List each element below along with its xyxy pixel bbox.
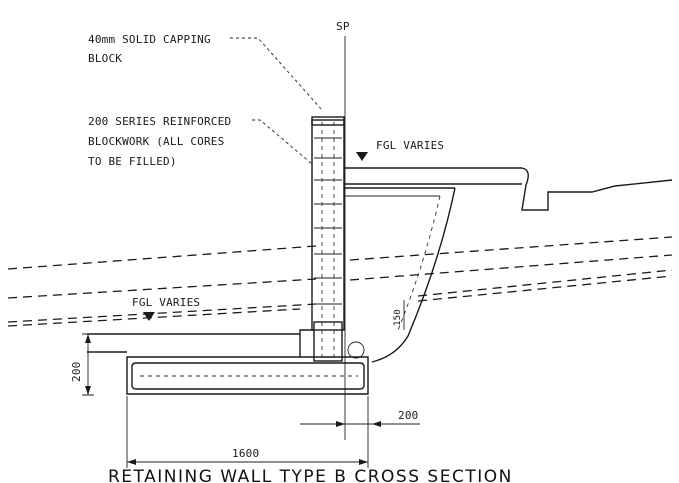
capping-note-line2: BLOCK <box>88 52 122 65</box>
dashed-level-lines <box>7 236 673 327</box>
lower-level-marker <box>143 312 155 321</box>
fgl-upper-label: FGL VARIES <box>376 139 444 152</box>
blockwork-note-line2: BLOCKWORK (ALL CORES <box>88 135 224 148</box>
capping-block <box>311 116 345 126</box>
dim-200-horizontal-label: 200 <box>398 409 418 422</box>
dim-1600 <box>126 396 369 468</box>
blockwork-note-line1: 200 SERIES REINFORCED <box>88 115 231 128</box>
leader-lines <box>230 37 323 165</box>
dim-200-vertical-label: 200 <box>70 362 83 382</box>
blockwork-note-line3: TO BE FILLED) <box>88 155 177 168</box>
upper-ground <box>344 167 673 211</box>
lower-ground <box>87 333 300 353</box>
upper-level-marker <box>356 152 368 161</box>
sp-label: SP <box>336 20 350 33</box>
footing <box>126 329 369 395</box>
drawing-title: RETAINING WALL TYPE B CROSS SECTION <box>108 467 513 483</box>
dim-200-horizontal <box>300 421 420 427</box>
capping-note-line1: 40mm SOLID CAPPING <box>88 33 211 46</box>
fgl-lower-label: FGL VARIES <box>132 296 200 309</box>
blockwork-stem <box>311 119 345 362</box>
dim-1600-label: 1600 <box>232 447 259 460</box>
dim-150-label: 150 <box>393 309 403 326</box>
drainage-zone <box>344 187 456 363</box>
dim-200-vertical <box>82 333 94 396</box>
